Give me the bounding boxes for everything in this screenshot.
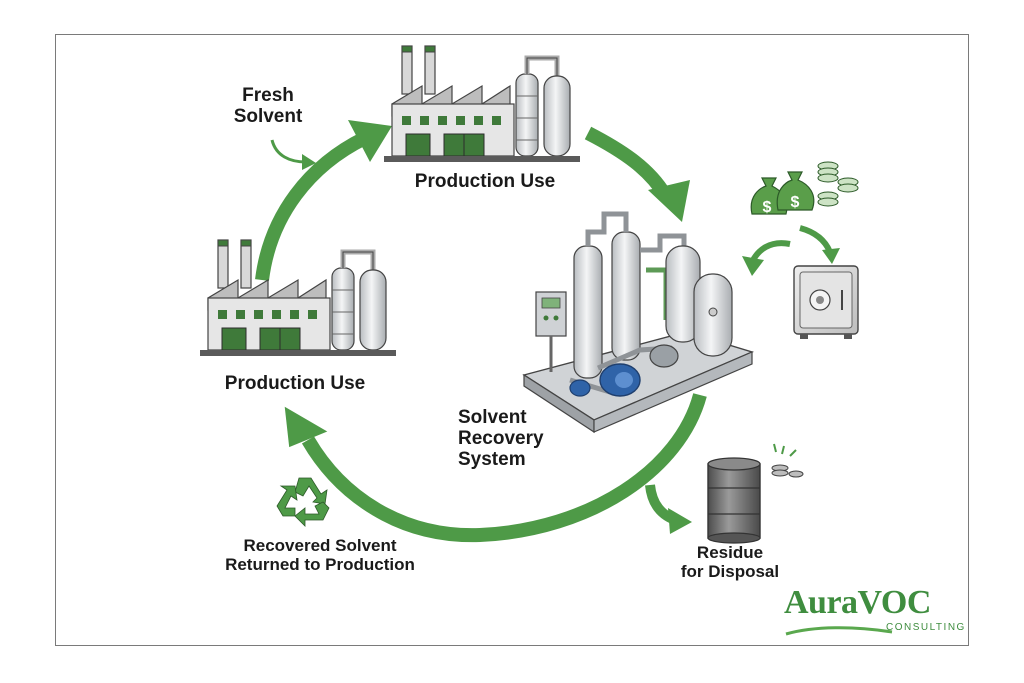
svg-text:$: $ xyxy=(763,199,772,216)
label-recovered-solvent: Recovered Solvent Returned to Production xyxy=(225,536,415,574)
small-coins-icon xyxy=(771,443,804,478)
arrow-head-top-production xyxy=(348,120,392,162)
arrow-recovered-return xyxy=(301,393,707,543)
svg-text:$: $ xyxy=(791,194,800,211)
money-bags-icon: $ $ xyxy=(750,171,815,216)
arrow-head-left-production xyxy=(284,406,328,448)
arrow-to-top-production xyxy=(255,131,369,281)
arrow-head-money-to-safe xyxy=(822,248,840,264)
label-fresh-solvent: Fresh Solvent xyxy=(233,85,303,127)
factory-icon xyxy=(200,240,396,356)
label-residue-disposal: Residue for Disposal xyxy=(680,543,780,581)
logo-wordmark: AuraVOC xyxy=(784,584,931,621)
logo-swoosh xyxy=(785,626,893,636)
factory-icon xyxy=(384,46,580,162)
label-production-use-top: Production Use xyxy=(414,171,556,192)
recycle-icon xyxy=(276,477,330,527)
diagram-frame xyxy=(55,34,969,646)
arrow-money-to-safe xyxy=(799,225,833,254)
solvent-recovery-system-icon xyxy=(522,211,755,434)
drum-icon xyxy=(707,457,761,544)
safe-icon xyxy=(793,265,859,339)
logo-subtitle: CONSULTING xyxy=(886,622,966,633)
arrow-head-savings xyxy=(742,256,764,276)
label-production-use-left: Production Use xyxy=(224,373,366,394)
arrow-head-fresh-solvent xyxy=(302,154,316,170)
label-solvent-recovery-system: Solvent Recovery System xyxy=(458,407,544,470)
arrow-to-recovery xyxy=(584,126,672,199)
arrow-fresh-solvent xyxy=(270,139,307,164)
arrow-head-recovery xyxy=(648,180,690,222)
cycle-arrows xyxy=(255,120,840,543)
aura-voc-logo: AuraVOC CONSULTING xyxy=(778,584,968,642)
arrow-head-residue xyxy=(668,508,692,534)
coins-icon xyxy=(817,161,859,207)
